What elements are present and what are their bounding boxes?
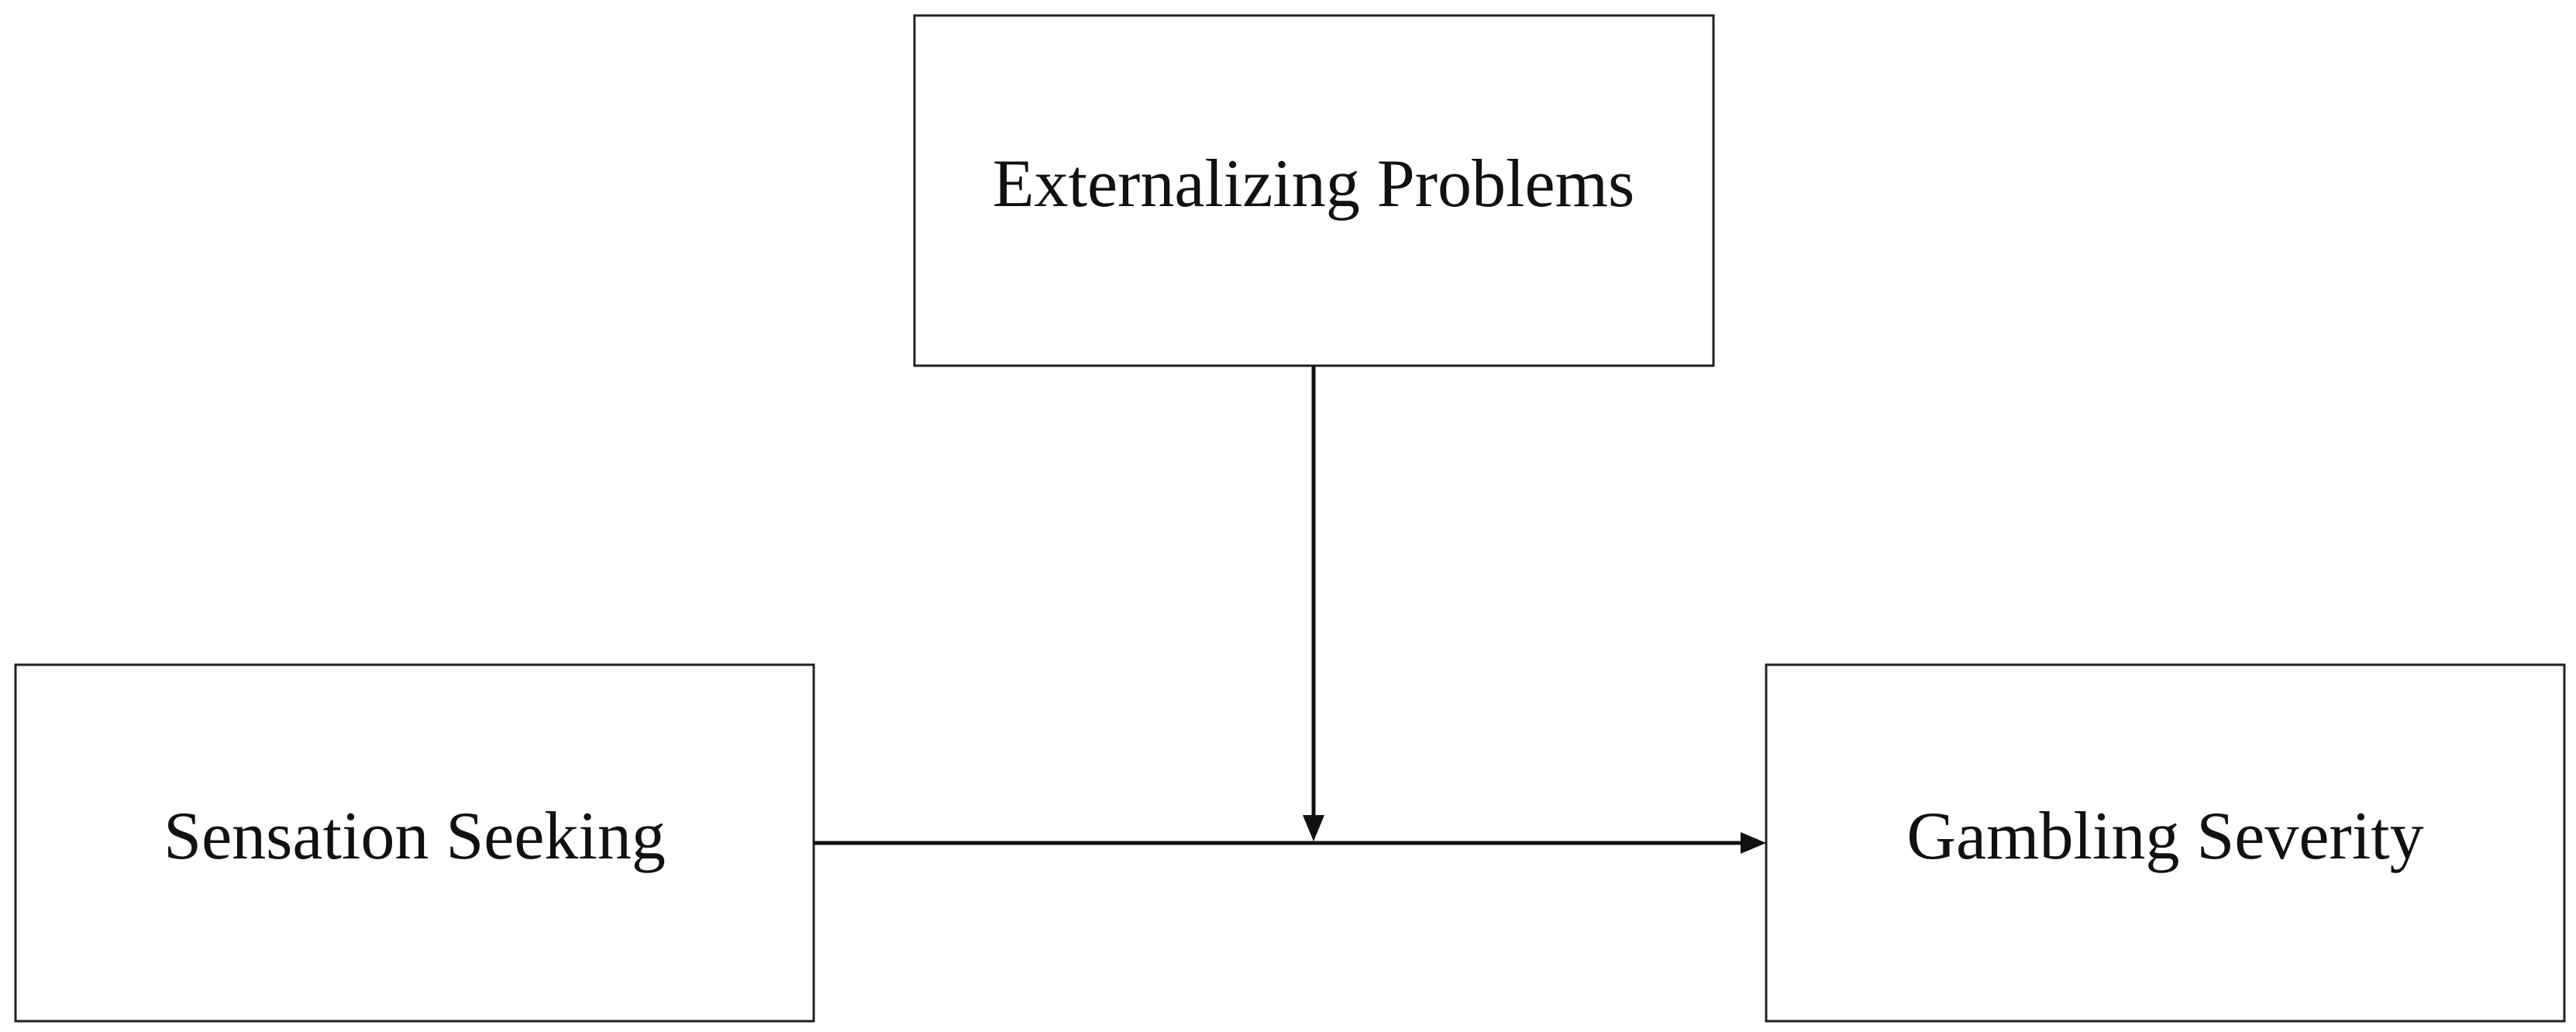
edge-predictor-to-outcome <box>814 832 1766 854</box>
edge-predictor-to-outcome-arrowhead <box>1741 832 1766 854</box>
node-sensation-seeking-box <box>14 663 815 1023</box>
node-gambling-severity: Gambling Severity <box>1765 663 2566 1023</box>
edge-moderator-to-path <box>1303 366 1324 841</box>
node-externalizing-problems: Externalizing Problems <box>913 14 1715 367</box>
node-gambling-severity-label: Gambling Severity <box>1906 799 2423 874</box>
node-gambling-severity-box <box>1765 663 2566 1023</box>
node-sensation-seeking: Sensation Seeking <box>14 663 815 1023</box>
node-sensation-seeking-label: Sensation Seeking <box>164 799 666 874</box>
node-externalizing-problems-label: Externalizing Problems <box>993 146 1634 222</box>
node-externalizing-problems-box <box>913 14 1715 367</box>
edge-moderator-to-path-arrowhead <box>1303 815 1324 841</box>
